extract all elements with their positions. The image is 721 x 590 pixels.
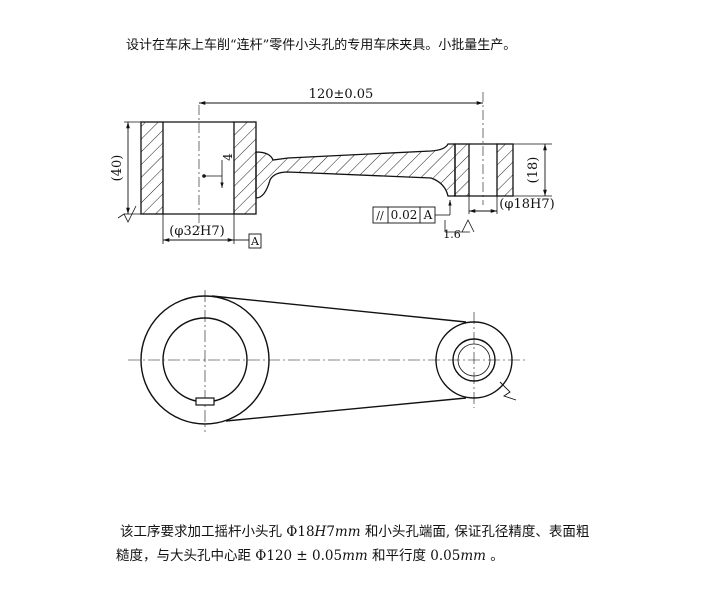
small-end-outline xyxy=(435,321,513,399)
datum-a-label: A xyxy=(250,235,260,248)
big-end-height-label: (40) xyxy=(110,155,125,182)
keyway xyxy=(195,397,215,406)
task-title: 设计在车床上车削“连杆”零件小头孔的专用车床夹具。小批量生产。 xyxy=(126,38,517,53)
big-bore-label: (φ32H7) xyxy=(169,224,224,239)
parallelism-tolerance-frame: // 0.02 A xyxy=(372,200,452,224)
section-view: 120±0.05 (40) (18) 4 (φ32H7) A // xyxy=(110,87,555,249)
big-end-outline xyxy=(140,295,270,425)
big-end-right-wall xyxy=(233,121,257,215)
plan-view xyxy=(128,290,525,432)
svg-text:A: A xyxy=(423,208,433,222)
small-end-height-label: (18) xyxy=(526,157,541,184)
requirement-line-1: 该工序要求加工摇杆小头孔 Φ18H7mm 和小头孔端面, 保证孔径精度、表面粗 xyxy=(120,524,590,540)
svg-text://: // xyxy=(376,209,384,222)
center-distance-label: 120±0.05 xyxy=(309,87,374,102)
rod-edge-bottom xyxy=(225,397,467,422)
small-bore-label: (φ18H7) xyxy=(499,197,554,212)
small-bore-circle xyxy=(452,338,496,382)
small-end-left-wall xyxy=(454,143,470,197)
big-end-left-wall xyxy=(140,121,164,215)
rod-shank xyxy=(255,143,456,199)
depth-mark-label: 4 xyxy=(221,153,235,161)
requirement-line-2: 糙度，与大头孔中心距 Φ120 ± 0.05mm 和平行度 0.05mm 。 xyxy=(116,548,504,564)
svg-text:0.02: 0.02 xyxy=(391,208,418,222)
small-end-right-wall xyxy=(496,143,514,197)
roughness-label: 1.6 xyxy=(443,228,461,241)
rod-edge-top xyxy=(211,295,467,323)
